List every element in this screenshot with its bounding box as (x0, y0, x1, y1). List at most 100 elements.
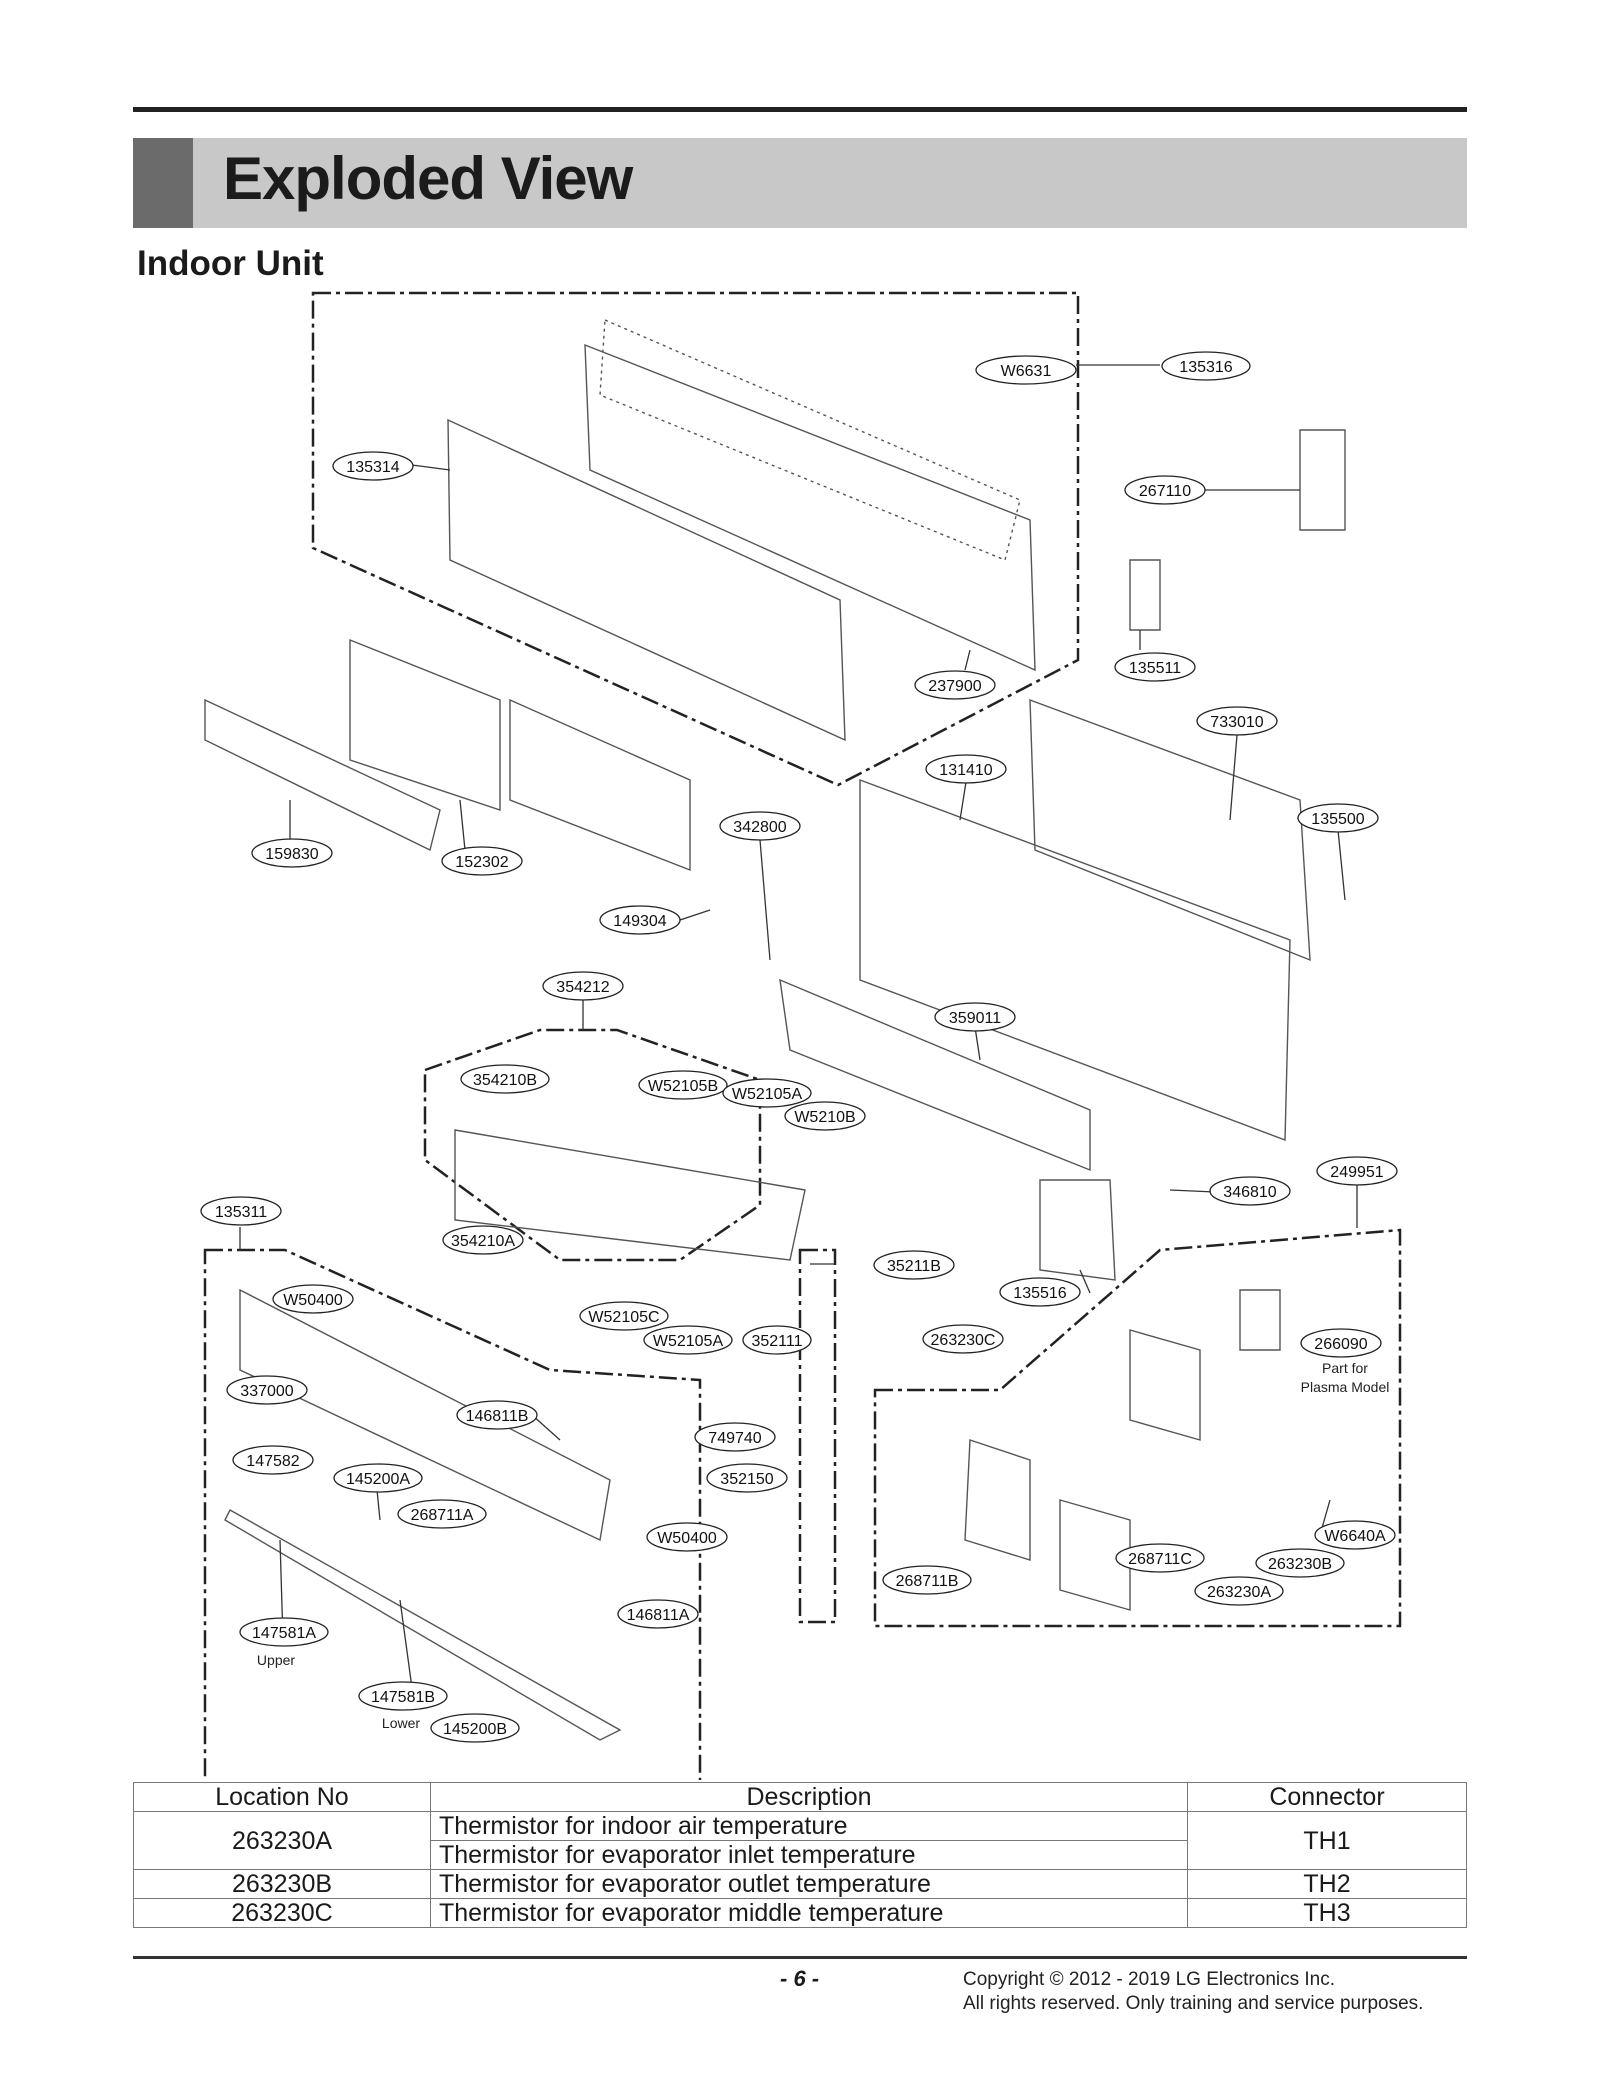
callout: 354210A (442, 1225, 524, 1255)
callout: 359011 (934, 1002, 1016, 1032)
plasma-note-line1: Part for (1322, 1360, 1368, 1376)
svg-text:147581A: 147581A (252, 1625, 316, 1642)
callout: 237900 (914, 670, 996, 700)
svg-text:147582: 147582 (246, 1453, 299, 1470)
callout: 266090 (1300, 1328, 1382, 1358)
svg-text:268711B: 268711B (896, 1573, 959, 1590)
description-cell: Thermistor for evaporator inlet temperat… (430, 1840, 1188, 1870)
svg-text:135311: 135311 (215, 1204, 267, 1221)
group-outlines (203, 291, 1402, 1780)
column-header: Connector (1187, 1782, 1467, 1812)
callout: 268711B (882, 1565, 972, 1595)
callout: 354212 (542, 971, 624, 1001)
callout: 131410 (925, 754, 1007, 784)
plasma-note-line2: Plasma Model (1301, 1379, 1390, 1395)
lower-note: Lower (382, 1715, 420, 1731)
connector-cell: TH3 (1187, 1898, 1467, 1928)
callout: 263230C (922, 1324, 1004, 1354)
copyright-line: Copyright © 2012 - 2019 LG Electronics I… (963, 1969, 1336, 1990)
leader-lines (239, 364, 1358, 1689)
location-cell: 263230A (133, 1811, 431, 1870)
callout: 346810 (1209, 1176, 1291, 1206)
svg-text:749740: 749740 (708, 1430, 761, 1447)
thermistor-table: Location No Description Connector 263230… (133, 1782, 1467, 1928)
svg-text:135500: 135500 (1311, 811, 1364, 828)
svg-text:268711A: 268711A (411, 1507, 474, 1524)
callout: W52105A (643, 1325, 733, 1355)
svg-text:354210A: 354210A (451, 1233, 515, 1250)
svg-text:W52105A: W52105A (732, 1086, 803, 1103)
svg-text:159830: 159830 (265, 846, 318, 863)
callout: 159830 (251, 838, 333, 868)
callout: 135511 (1114, 652, 1196, 682)
callout: 135314 (332, 451, 414, 481)
callout: W50400 (646, 1522, 728, 1552)
svg-text:352111: 352111 (751, 1333, 802, 1350)
callout: 352150 (706, 1463, 788, 1493)
callout-labels: W6631 135316 135314 267110 135511 237900… (200, 351, 1398, 1743)
svg-text:354210B: 354210B (473, 1072, 537, 1089)
table-row: 263230B Thermistor for evaporator outlet… (133, 1869, 1467, 1899)
svg-text:W52105B: W52105B (648, 1078, 718, 1095)
svg-text:131410: 131410 (939, 762, 992, 779)
callout: 147582 (232, 1445, 314, 1475)
callout: 337000 (226, 1375, 308, 1405)
callout: 145200A (333, 1463, 423, 1493)
copyright: Copyright © 2012 - 2019 LG Electronics I… (963, 1968, 1423, 2016)
callout: 354210B (460, 1064, 550, 1094)
banner-tab (133, 138, 193, 228)
callout: 749740 (694, 1422, 776, 1452)
svg-text:263230C: 263230C (931, 1332, 996, 1349)
svg-text:263230B: 263230B (1268, 1556, 1332, 1573)
svg-text:359011: 359011 (949, 1010, 1001, 1027)
callout: 263230A (1194, 1576, 1284, 1606)
callout: W6631 (975, 355, 1077, 385)
callout: W6640A (1314, 1520, 1396, 1550)
svg-text:146811A: 146811A (627, 1607, 690, 1624)
callout: 733010 (1196, 706, 1278, 736)
callout: 135311 (200, 1196, 282, 1226)
copyright-line: All rights reserved. Only training and s… (963, 1993, 1424, 2014)
title-banner: Exploded View (133, 138, 1467, 228)
callout: 135316 (1161, 351, 1251, 381)
upper-note: Upper (257, 1652, 295, 1668)
callout: 249951 (1316, 1156, 1398, 1186)
page-title: Exploded View (223, 145, 633, 212)
svg-text:354212: 354212 (556, 979, 609, 996)
svg-text:W50400: W50400 (657, 1530, 717, 1547)
svg-text:268711C: 268711C (1128, 1551, 1192, 1568)
svg-text:W6631: W6631 (1001, 363, 1052, 380)
svg-text:145200A: 145200A (346, 1471, 410, 1488)
svg-text:135516: 135516 (1013, 1285, 1066, 1302)
description-cell: Thermistor for indoor air temperature (430, 1811, 1188, 1841)
svg-text:W50400: W50400 (283, 1292, 343, 1309)
location-cell: 263230B (133, 1869, 431, 1899)
table-row: 263230C Thermistor for evaporator middle… (133, 1898, 1467, 1928)
exploded-view-diagram: W6631 135316 135314 267110 135511 237900… (200, 291, 1402, 1780)
callout: W50400 (272, 1284, 354, 1314)
callout: 145200B (430, 1713, 520, 1743)
location-cell: 263230C (133, 1898, 431, 1928)
svg-text:147581B: 147581B (371, 1689, 435, 1706)
callout: 147581B (358, 1681, 448, 1711)
table-row: 263230A Thermistor for indoor air temper… (133, 1811, 1467, 1870)
callout: W52105B (638, 1070, 728, 1100)
callout: 146811A (617, 1599, 699, 1629)
callout: W52105A (722, 1078, 812, 1108)
callout: 135500 (1297, 803, 1379, 833)
callout: 268711A (397, 1499, 487, 1529)
top-rule (133, 107, 1467, 112)
svg-text:266090: 266090 (1314, 1336, 1367, 1353)
column-header: Description (430, 1782, 1188, 1812)
callout: 146811B (456, 1400, 538, 1430)
connector-cell: TH1 (1187, 1811, 1467, 1870)
svg-text:135314: 135314 (346, 459, 399, 476)
svg-text:337000: 337000 (240, 1383, 293, 1400)
svg-text:W52105C: W52105C (588, 1309, 659, 1326)
column-header: Location No (133, 1782, 431, 1812)
part-sketches (204, 318, 1346, 1741)
callout: 263230B (1255, 1548, 1345, 1578)
callout: W5210B (784, 1101, 866, 1131)
callout: 135516 (999, 1277, 1081, 1307)
callout: 267110 (1124, 475, 1206, 505)
